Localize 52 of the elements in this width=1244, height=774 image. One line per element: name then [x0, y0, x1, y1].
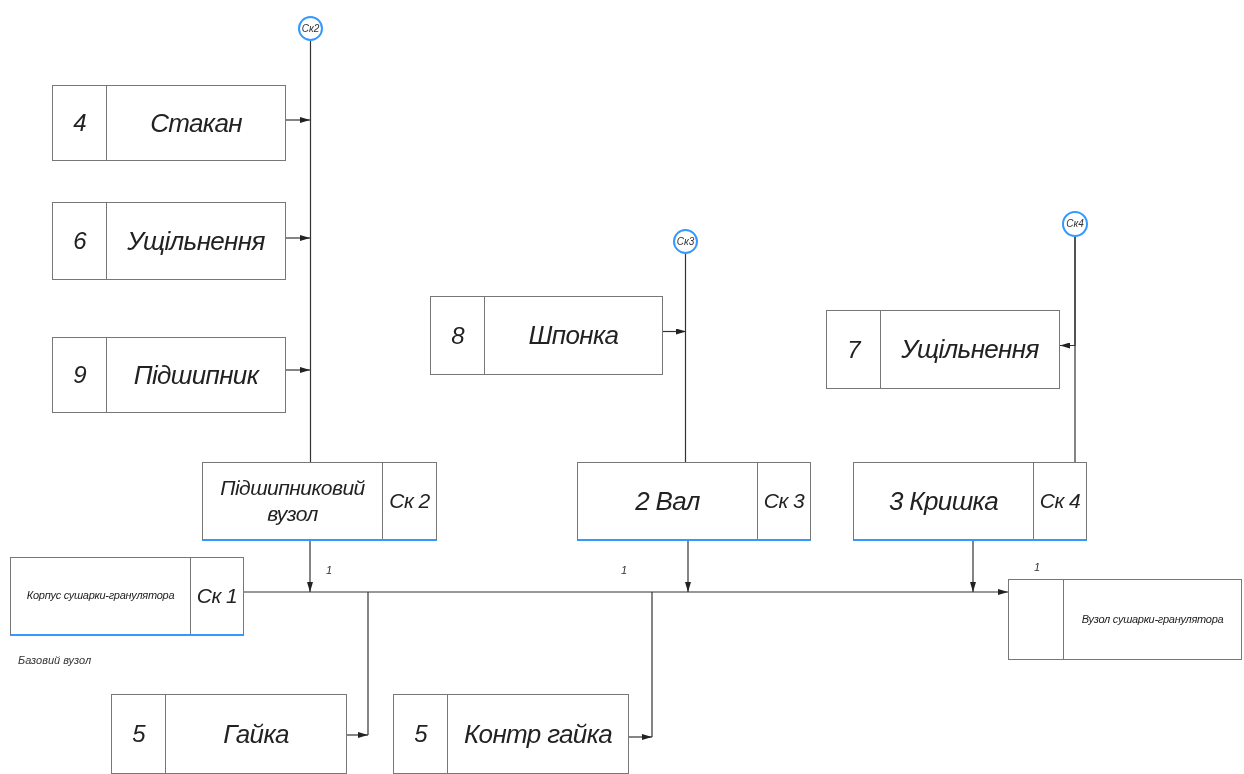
quantity-label: 1	[326, 565, 333, 576]
arrow	[1059, 236, 1076, 349]
assembly-box	[577, 462, 811, 541]
box-text: 7	[847, 334, 860, 365]
box-text: Ск 2	[389, 487, 430, 514]
box-text: Ск 4	[1039, 487, 1081, 514]
connector-line	[309, 40, 312, 463]
assembly-box	[202, 462, 437, 541]
box-text: 3 Кришка	[888, 484, 998, 518]
quantity-label: 1	[621, 565, 628, 576]
box-text: 2 Вал	[635, 484, 700, 518]
box-text: Контр гайка	[463, 717, 613, 751]
box-text: 5	[132, 719, 145, 749]
box-text: 5	[414, 719, 427, 749]
box-text: Ск 3	[763, 487, 805, 514]
box-text: Корпус сушарки-гранулятора	[26, 589, 175, 603]
box-text: Шпонка	[528, 319, 619, 352]
box-text: 6	[73, 226, 86, 256]
part-box	[430, 296, 663, 375]
arrow	[285, 235, 311, 241]
part-box	[52, 202, 286, 280]
box-text: Підшипниковий вузол	[219, 474, 366, 527]
part-box	[826, 310, 1060, 389]
part-box	[52, 337, 286, 413]
arrow	[285, 117, 311, 123]
arrow	[346, 732, 369, 738]
quantity-label: 1	[1034, 562, 1041, 573]
part-box	[52, 85, 286, 161]
box-text: Стакан	[150, 106, 242, 140]
assembly-box	[853, 462, 1087, 541]
box-text: Ущільнення	[901, 333, 1039, 366]
arrow	[285, 367, 311, 373]
box-text: 4	[73, 108, 86, 138]
arrow	[307, 540, 313, 593]
arrow	[243, 589, 1009, 595]
box-text: Ск 1	[196, 582, 238, 609]
box-text: Вузол сушарки-гранулятора	[1081, 612, 1224, 627]
arrow	[685, 540, 691, 593]
box-text: Підшипник	[133, 358, 259, 392]
arrow	[628, 734, 653, 740]
box-text: Ущільнення	[127, 224, 265, 258]
part-box	[111, 694, 347, 774]
node-caption: Базовий вузол	[18, 653, 92, 668]
assembly-box	[10, 557, 244, 636]
part-box	[393, 694, 629, 774]
part-box	[1008, 579, 1242, 660]
box-text: 9	[73, 360, 86, 390]
box-text: 8	[451, 320, 464, 351]
connector-line	[684, 253, 687, 463]
box-text: Гайка	[223, 717, 289, 751]
arrow	[662, 328, 687, 335]
arrow	[970, 540, 976, 593]
